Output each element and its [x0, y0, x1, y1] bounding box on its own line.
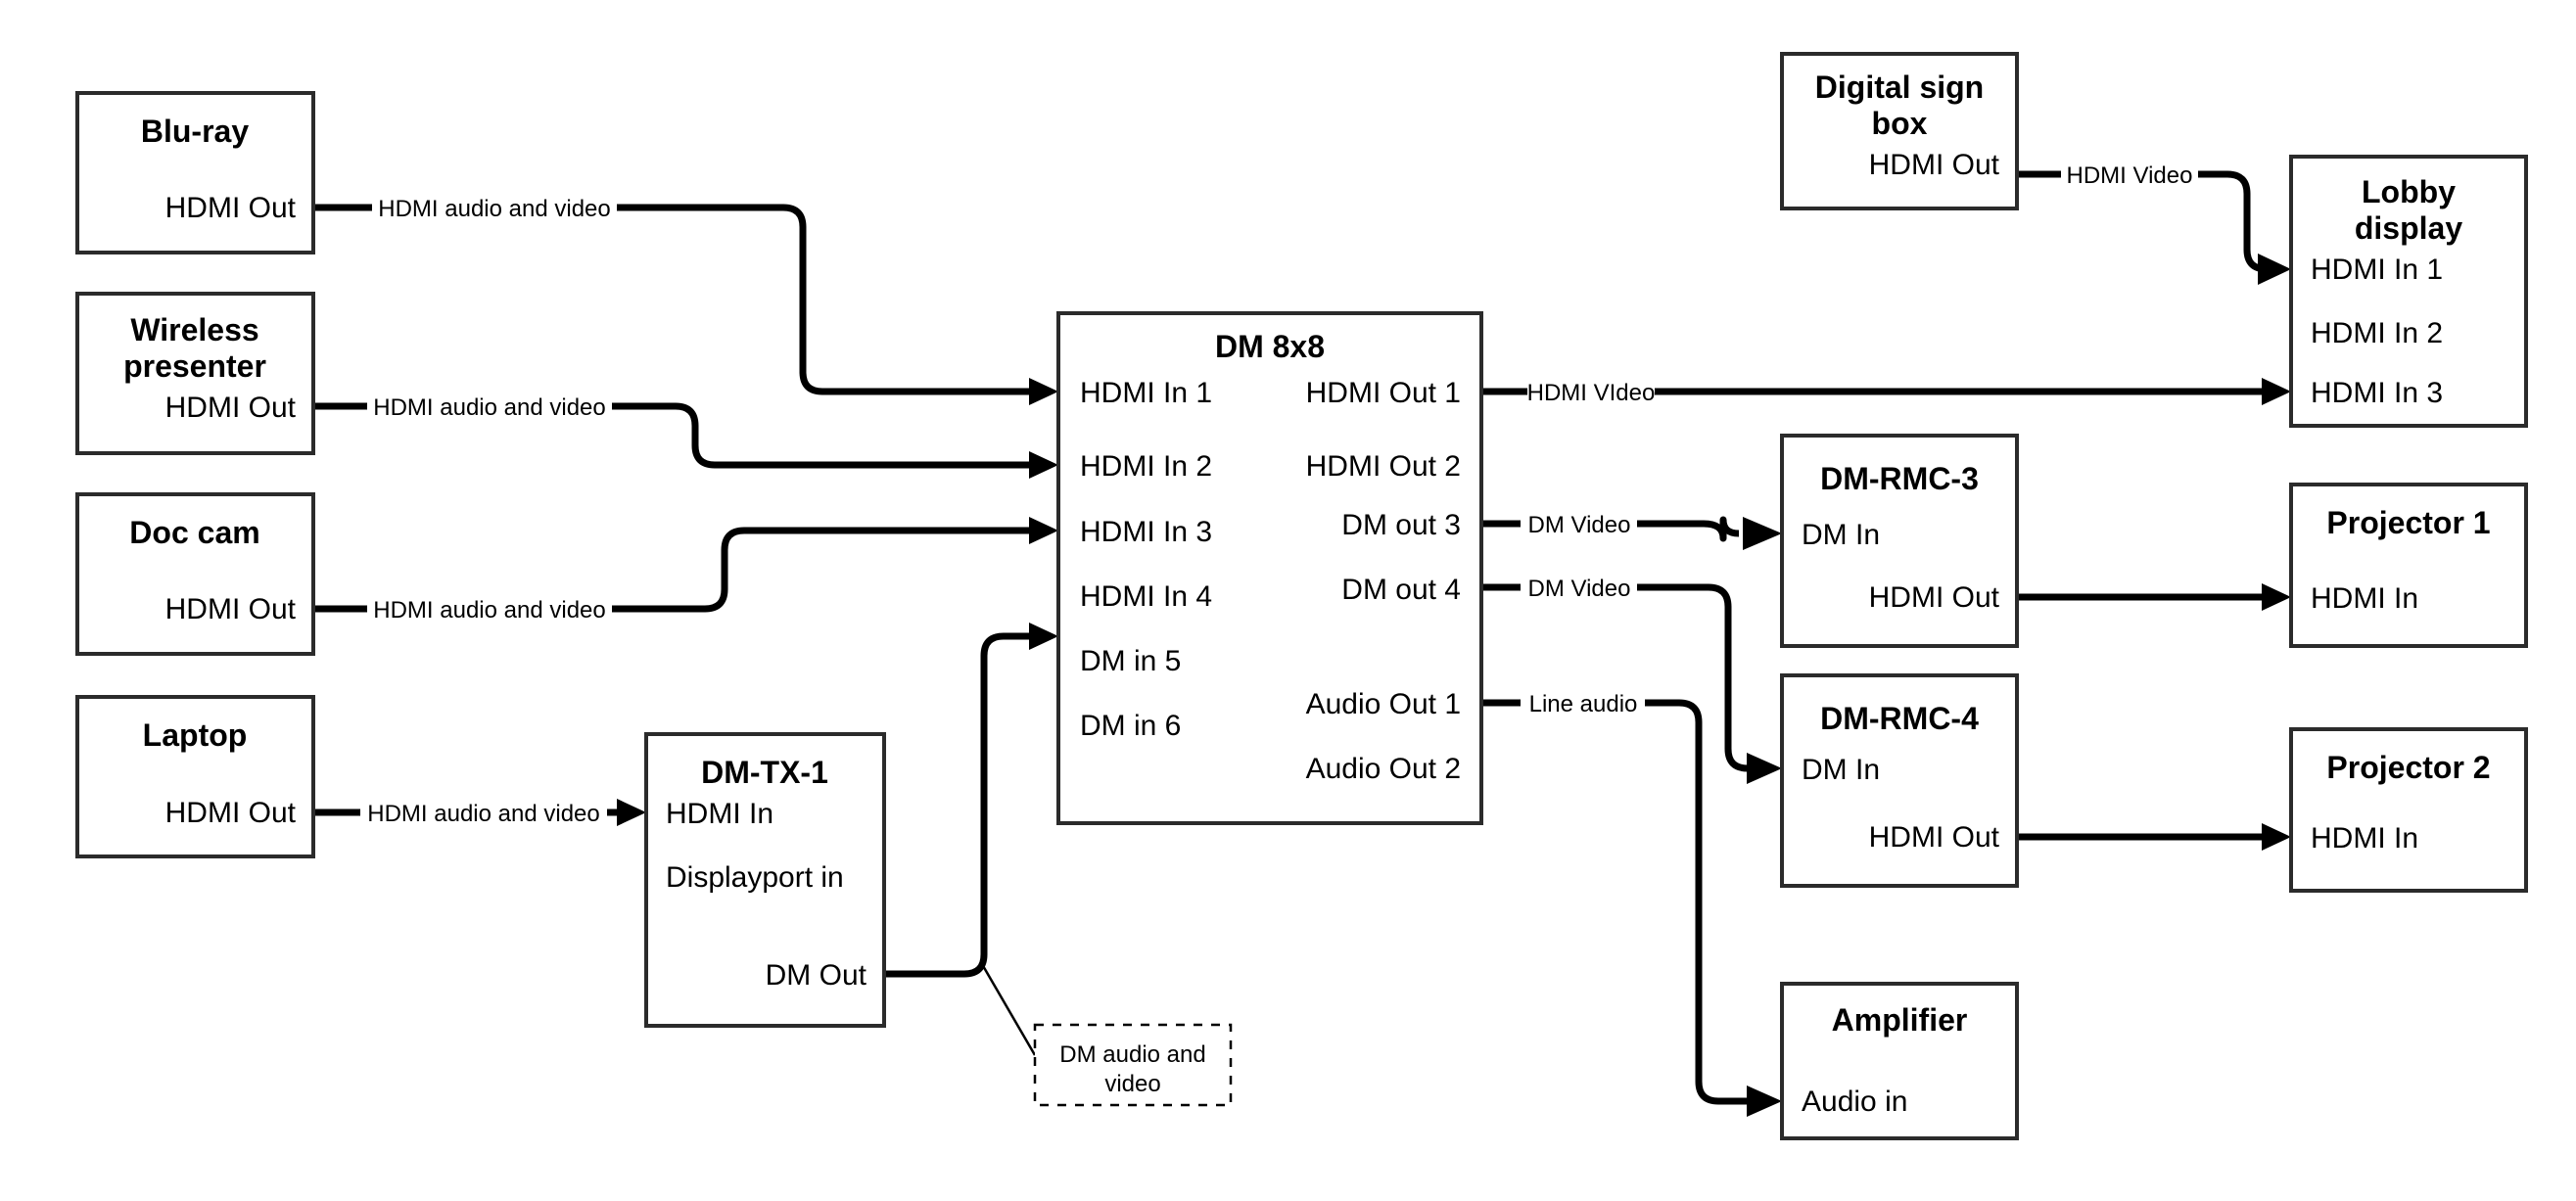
arrowhead-projector2-hdmiin [2262, 823, 2291, 851]
port-laptop-hdmi-out: HDMI Out [165, 797, 297, 829]
callout-text-line2: video [1104, 1071, 1160, 1097]
node-laptop[interactable] [75, 695, 315, 858]
node-dm-8x8[interactable] [1056, 311, 1483, 825]
node-title-dm-rmc-4: DM-RMC-4 [1820, 701, 1979, 736]
port-projector2-hdmi-in: HDMI In [2311, 822, 2418, 855]
node-title-wireless-presenter-line2: presenter [123, 348, 266, 384]
port-dm8x8-audio-out-2: Audio Out 2 [1306, 753, 1461, 785]
node-dm-rmc-3[interactable] [1780, 434, 2019, 648]
edge-label-dm-dmout3-rmc3: DM Video [1528, 512, 1631, 538]
edge-label-wireless-to-dm: HDMI audio and video [373, 394, 605, 421]
node-title-amplifier: Amplifier [1832, 1002, 1968, 1038]
port-dm8x8-hdmi-out-1: HDMI Out 1 [1306, 377, 1461, 409]
port-dm8x8-hdmi-in-4: HDMI In 4 [1080, 580, 1212, 613]
edge-label-laptop-to-dmtx1: HDMI audio and video [367, 801, 599, 827]
arrowhead-projector1-hdmiin [2262, 583, 2291, 611]
node-doc-cam[interactable] [75, 492, 315, 656]
node-digital-sign-box[interactable] [1780, 52, 2019, 210]
wire-wireless-to-dm8x8 [313, 402, 1040, 469]
callout-text-line1: DM audio and [1059, 1041, 1205, 1068]
port-dmtx1-displayport-in: Displayport in [666, 861, 844, 894]
arrowhead-amplifier-audioin [1747, 1086, 1782, 1117]
wire-dm8x8-dmout4-to-rmc4 [1481, 583, 1749, 772]
edge-label-dm-audioout1-amp: Line audio [1529, 691, 1638, 717]
port-digitalsign-hdmi-out: HDMI Out [1869, 149, 2000, 181]
arrowhead-dmtx1-hdmiin [617, 799, 646, 826]
node-dm-rmc-4[interactable] [1780, 673, 2019, 888]
port-wireless-hdmi-out: HDMI Out [165, 392, 297, 424]
node-title-laptop: Laptop [143, 717, 248, 753]
port-projector1-hdmi-in: HDMI In [2311, 582, 2418, 615]
callout-dm-audio-and-video [1033, 1023, 1233, 1107]
node-projector-2[interactable] [2289, 727, 2528, 893]
node-lobby-display[interactable] [2289, 155, 2528, 428]
port-rmc4-hdmi-out: HDMI Out [1869, 821, 2000, 854]
wire-dmtx1-to-dm8x8 [884, 632, 1040, 978]
node-title-dm-tx-1: DM-TX-1 [701, 755, 828, 790]
node-title-digital-sign-box-line2: box [1872, 106, 1928, 141]
node-title-doc-cam: Doc cam [129, 515, 259, 550]
node-dm-tx-1[interactable] [644, 732, 886, 1028]
port-lobby-hdmi-in-1: HDMI In 1 [2311, 254, 2443, 286]
port-dm8x8-dm-out-4: DM out 4 [1341, 574, 1461, 606]
port-dm8x8-hdmi-in-3: HDMI In 3 [1080, 516, 1212, 548]
callout-leader-line [980, 963, 1037, 1056]
port-doccam-hdmi-out: HDMI Out [165, 593, 297, 625]
port-dm8x8-dm-out-3: DM out 3 [1341, 509, 1461, 541]
node-title-projector-1: Projector 1 [2326, 505, 2490, 540]
node-wireless-presenter[interactable] [75, 292, 315, 455]
port-dmtx1-dm-out: DM Out [766, 959, 867, 992]
wire-digitalsign-to-lobby [2017, 170, 2268, 273]
edge-label-dm-dmout4-rmc4: DM Video [1528, 576, 1631, 602]
port-dm8x8-dm-in-5: DM in 5 [1080, 645, 1181, 677]
node-title-bluray: Blu-ray [141, 114, 249, 149]
arrowhead-dm-hdmiin1 [1029, 378, 1058, 405]
arrowhead-rmc3-dmin [1743, 517, 1782, 550]
port-bluray-hdmi-out: HDMI Out [165, 192, 297, 224]
port-rmc3-dm-in: DM In [1802, 519, 1880, 551]
node-bluray[interactable] [75, 91, 315, 254]
port-lobby-hdmi-in-2: HDMI In 2 [2311, 317, 2443, 349]
port-rmc4-dm-in: DM In [1802, 754, 1880, 786]
port-dm8x8-hdmi-in-2: HDMI In 2 [1080, 450, 1212, 483]
edge-label-bluray-to-dm: HDMI audio and video [378, 196, 610, 222]
port-dm8x8-hdmi-out-2: HDMI Out 2 [1306, 450, 1461, 483]
arrowhead-lobby-hdmiin1 [2258, 254, 2291, 285]
arrowhead-dm-hdmiin3 [1029, 517, 1058, 544]
node-projector-1[interactable] [2289, 483, 2528, 648]
port-lobby-hdmi-in-3: HDMI In 3 [2311, 377, 2443, 409]
port-amplifier-audio-in: Audio in [1802, 1086, 1907, 1118]
edge-label-dm-hdmiout1-lobby: HDMI VIdeo [1527, 380, 1656, 406]
port-rmc3-hdmi-out: HDMI Out [1869, 581, 2000, 614]
node-title-wireless-presenter: Wireless [130, 312, 258, 347]
edge-label-sign-to-lobby: HDMI Video [2067, 162, 2193, 189]
wire-dm8x8-audioout1-to-amplifier [1481, 699, 1753, 1105]
port-dm8x8-hdmi-in-1: HDMI In 1 [1080, 377, 1212, 409]
node-title-lobby-display-line2: display [2355, 210, 2462, 246]
arrowhead-rmc4-dmin [1747, 753, 1782, 784]
node-title-digital-sign-box: Digital sign [1815, 69, 1984, 105]
node-title-projector-2: Projector 2 [2326, 750, 2490, 785]
edge-label-doccam-to-dm: HDMI audio and video [373, 597, 605, 624]
node-title-dm-rmc-3: DM-RMC-3 [1820, 461, 1979, 496]
wire-dm8x8-dmout3-to-rmc3 [1481, 516, 1740, 542]
port-dmtx1-hdmi-in: HDMI In [666, 798, 773, 830]
wire-bluray-to-dm8x8 [313, 204, 1040, 395]
arrowhead-dm-dmin5 [1029, 623, 1058, 650]
node-title-dm-8x8: DM 8x8 [1215, 329, 1325, 364]
port-dm8x8-audio-out-1: Audio Out 1 [1306, 688, 1461, 720]
arrowhead-dm-hdmiin2 [1029, 451, 1058, 479]
arrowhead-lobby-hdmiin3 [2262, 378, 2291, 405]
wire-doccam-to-dm8x8 [313, 527, 1040, 613]
node-amplifier[interactable] [1780, 982, 2019, 1140]
node-title-lobby-display: Lobby [2362, 174, 2456, 209]
port-dm8x8-dm-in-6: DM in 6 [1080, 710, 1181, 742]
